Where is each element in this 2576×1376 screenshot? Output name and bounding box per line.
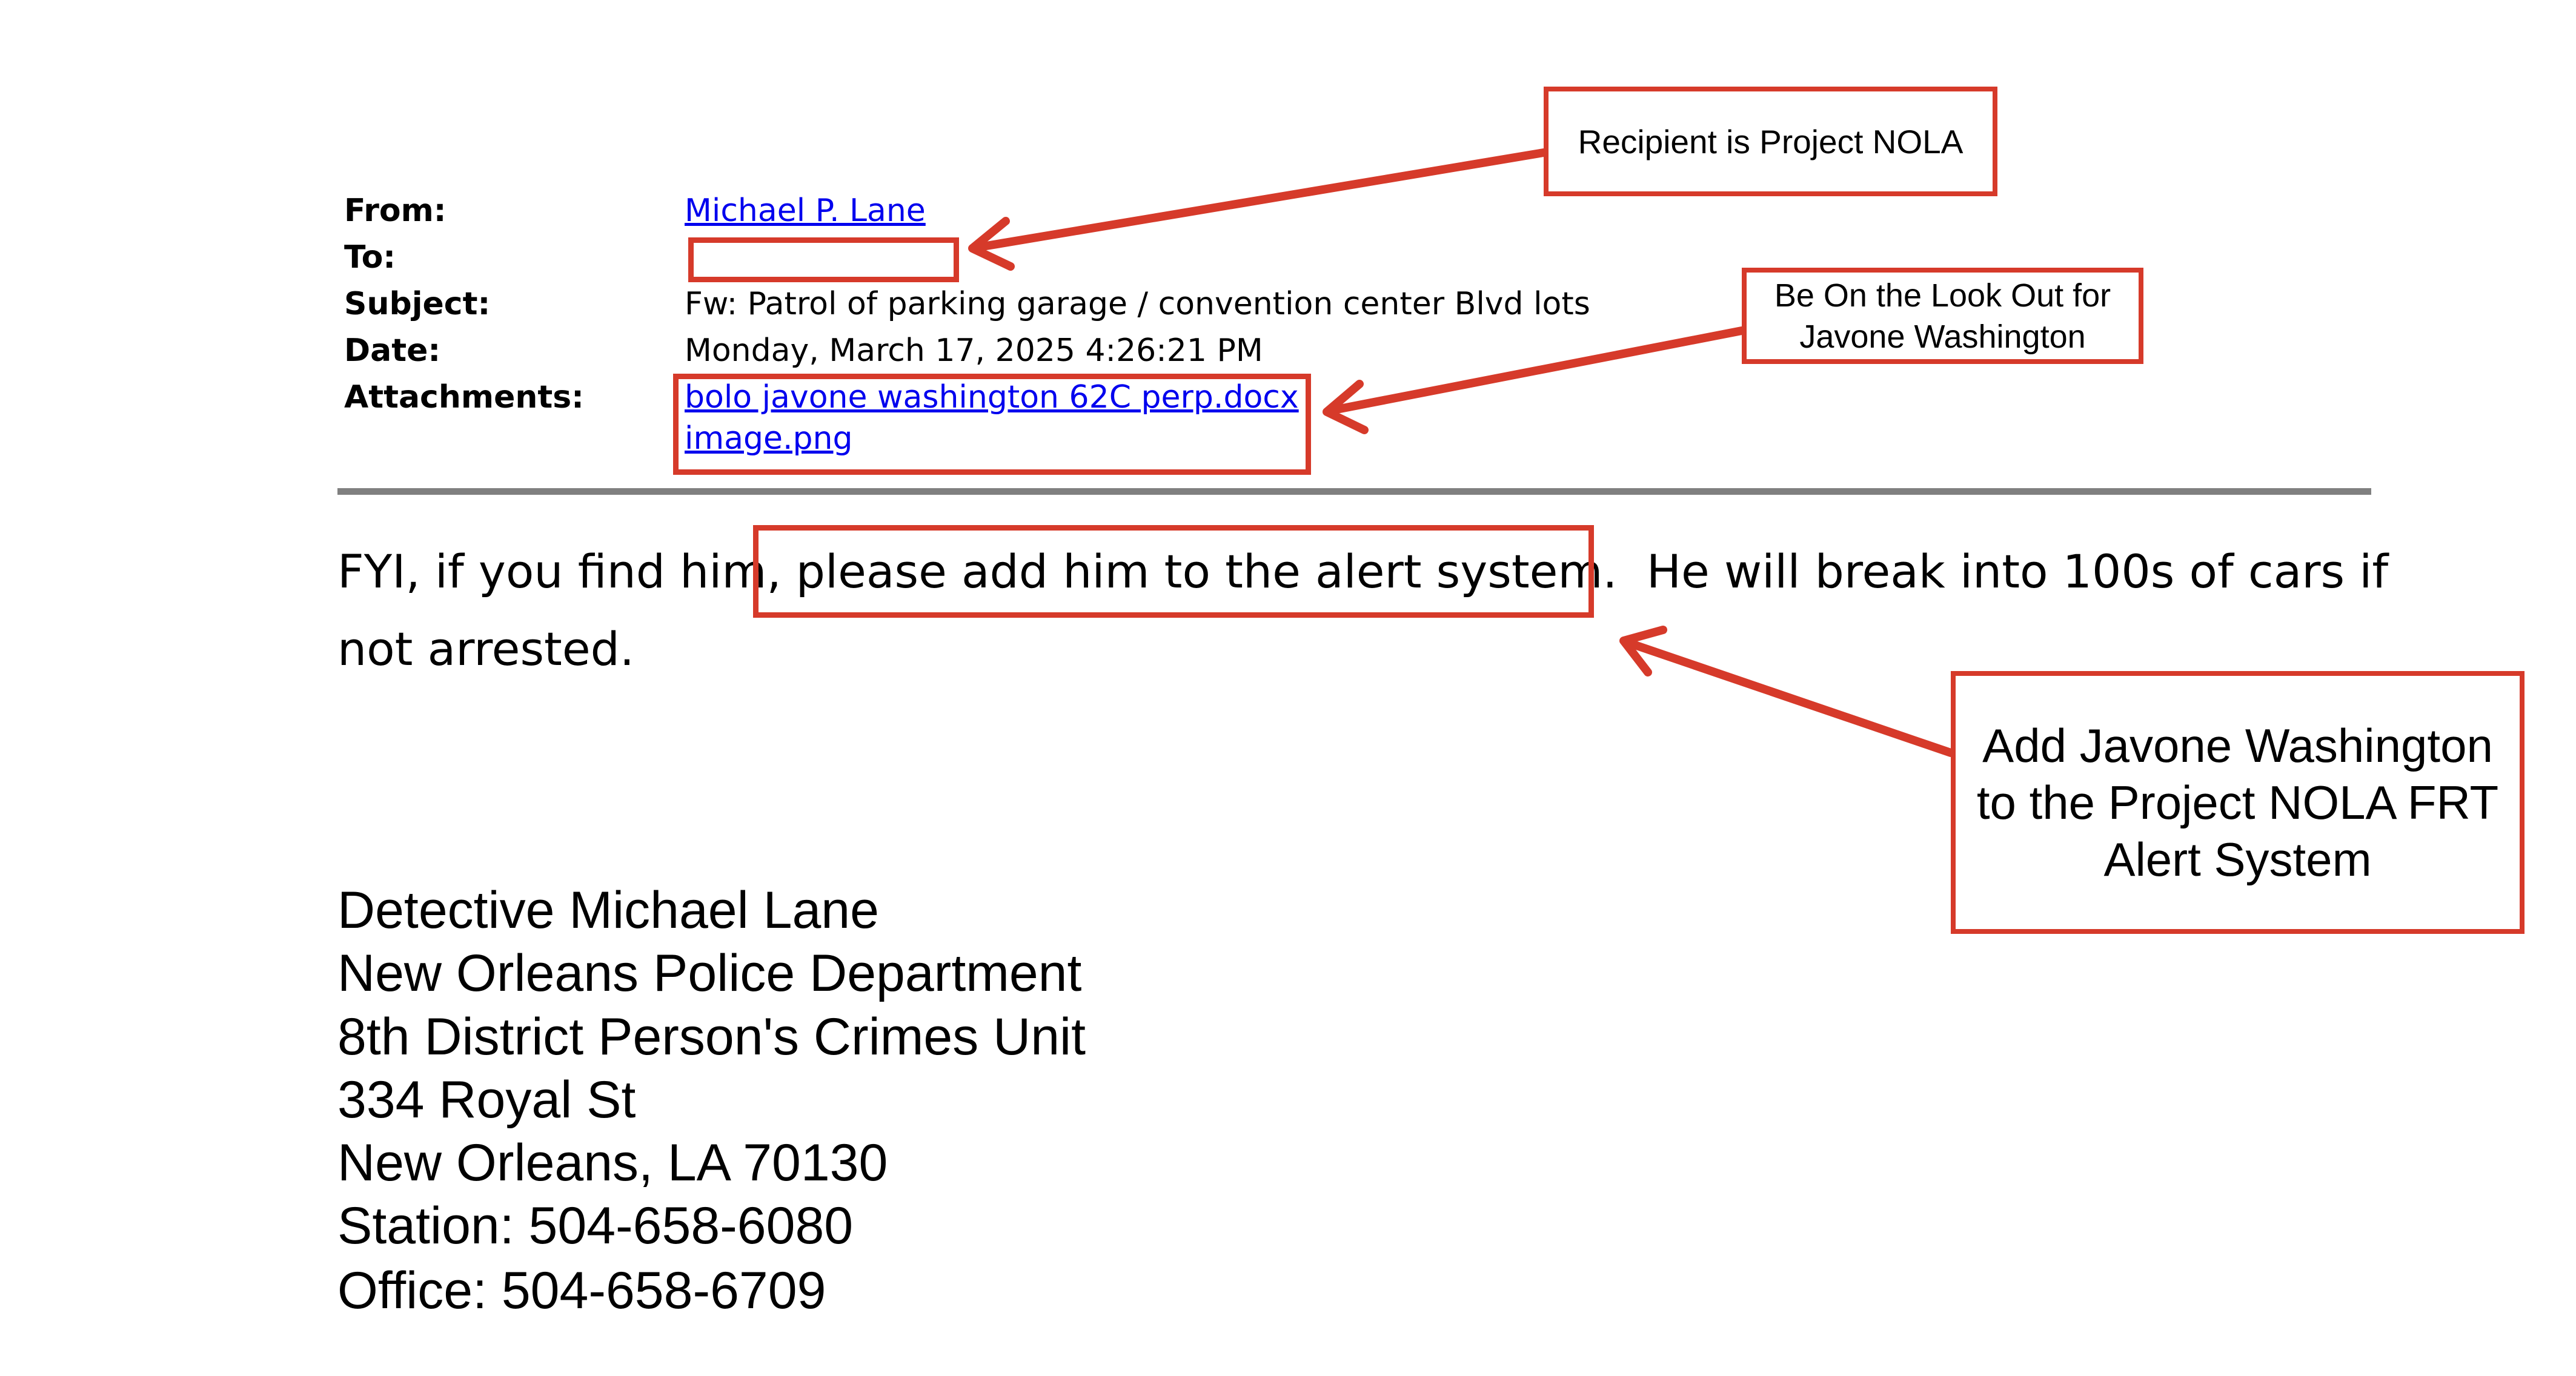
arrow-alert-head bbox=[1619, 626, 1667, 676]
attachments-label: Attachments: bbox=[344, 379, 584, 415]
arrow-recipient-head bbox=[968, 217, 1015, 271]
arrow-bolo-line bbox=[1326, 326, 1746, 415]
signature-station-phone: Station: 504-658-6080 bbox=[337, 1197, 854, 1255]
alert-annotation: Add Javone Washington to the Project NOL… bbox=[1951, 671, 2525, 934]
arrow-alert-line bbox=[1622, 638, 1955, 757]
attachment-docx-link[interactable]: bolo javone washington 62C perp.docx bbox=[685, 379, 1299, 415]
signature-office-phone: Office: 504-658-6709 bbox=[337, 1262, 826, 1320]
alert-sentence-highlight-box bbox=[753, 525, 1594, 618]
to-redaction-box bbox=[688, 237, 959, 282]
alert-annotation-line-1: Add Javone Washington bbox=[1982, 719, 2493, 772]
body-text-highlight: , please add him to the alert system. bbox=[766, 544, 1618, 598]
body-text-end: He will break into 100s of cars if bbox=[1617, 544, 2389, 598]
signature-city: New Orleans, LA 70130 bbox=[337, 1134, 888, 1192]
bolo-annotation: Be On the Look Out for Javone Washington bbox=[1742, 268, 2143, 364]
signature-street: 334 Royal St bbox=[337, 1071, 636, 1129]
header-divider bbox=[337, 488, 2371, 495]
signature-name: Detective Michael Lane bbox=[337, 881, 879, 939]
from-link[interactable]: Michael P. Lane bbox=[685, 193, 926, 229]
arrow-recipient-line bbox=[971, 148, 1548, 252]
to-label: To: bbox=[344, 239, 396, 276]
alert-annotation-line-2: to the Project NOLA FRT bbox=[1976, 776, 2499, 829]
date-label: Date: bbox=[344, 332, 441, 369]
recipient-annotation: Recipient is Project NOLA bbox=[1544, 87, 1997, 196]
body-line-1: FYI, if you find him, please add him to … bbox=[337, 541, 2388, 602]
signature-department: New Orleans Police Department bbox=[337, 944, 1082, 1002]
subject-label: Subject: bbox=[344, 286, 491, 322]
signature-unit: 8th District Person's Crimes Unit bbox=[337, 1008, 1086, 1066]
subject-value: Fw: Patrol of parking garage / conventio… bbox=[685, 286, 1590, 322]
attachments-highlight-box bbox=[673, 374, 1311, 475]
recipient-annotation-text: Recipient is Project NOLA bbox=[1578, 122, 1964, 160]
attachment-image-link[interactable]: image.png bbox=[685, 420, 853, 457]
arrow-bolo-head bbox=[1323, 380, 1369, 434]
alert-annotation-line-3: Alert System bbox=[2103, 833, 2372, 886]
body-text-start: FYI, if you find him bbox=[337, 544, 767, 598]
from-label: From: bbox=[344, 193, 446, 229]
bolo-annotation-line-1: Be On the Look Out for bbox=[1774, 277, 2111, 314]
date-value: Monday, March 17, 2025 4:26:21 PM bbox=[685, 332, 1263, 369]
body-line-2: not arrested. bbox=[337, 622, 634, 676]
bolo-annotation-line-2: Javone Washington bbox=[1799, 318, 2086, 355]
